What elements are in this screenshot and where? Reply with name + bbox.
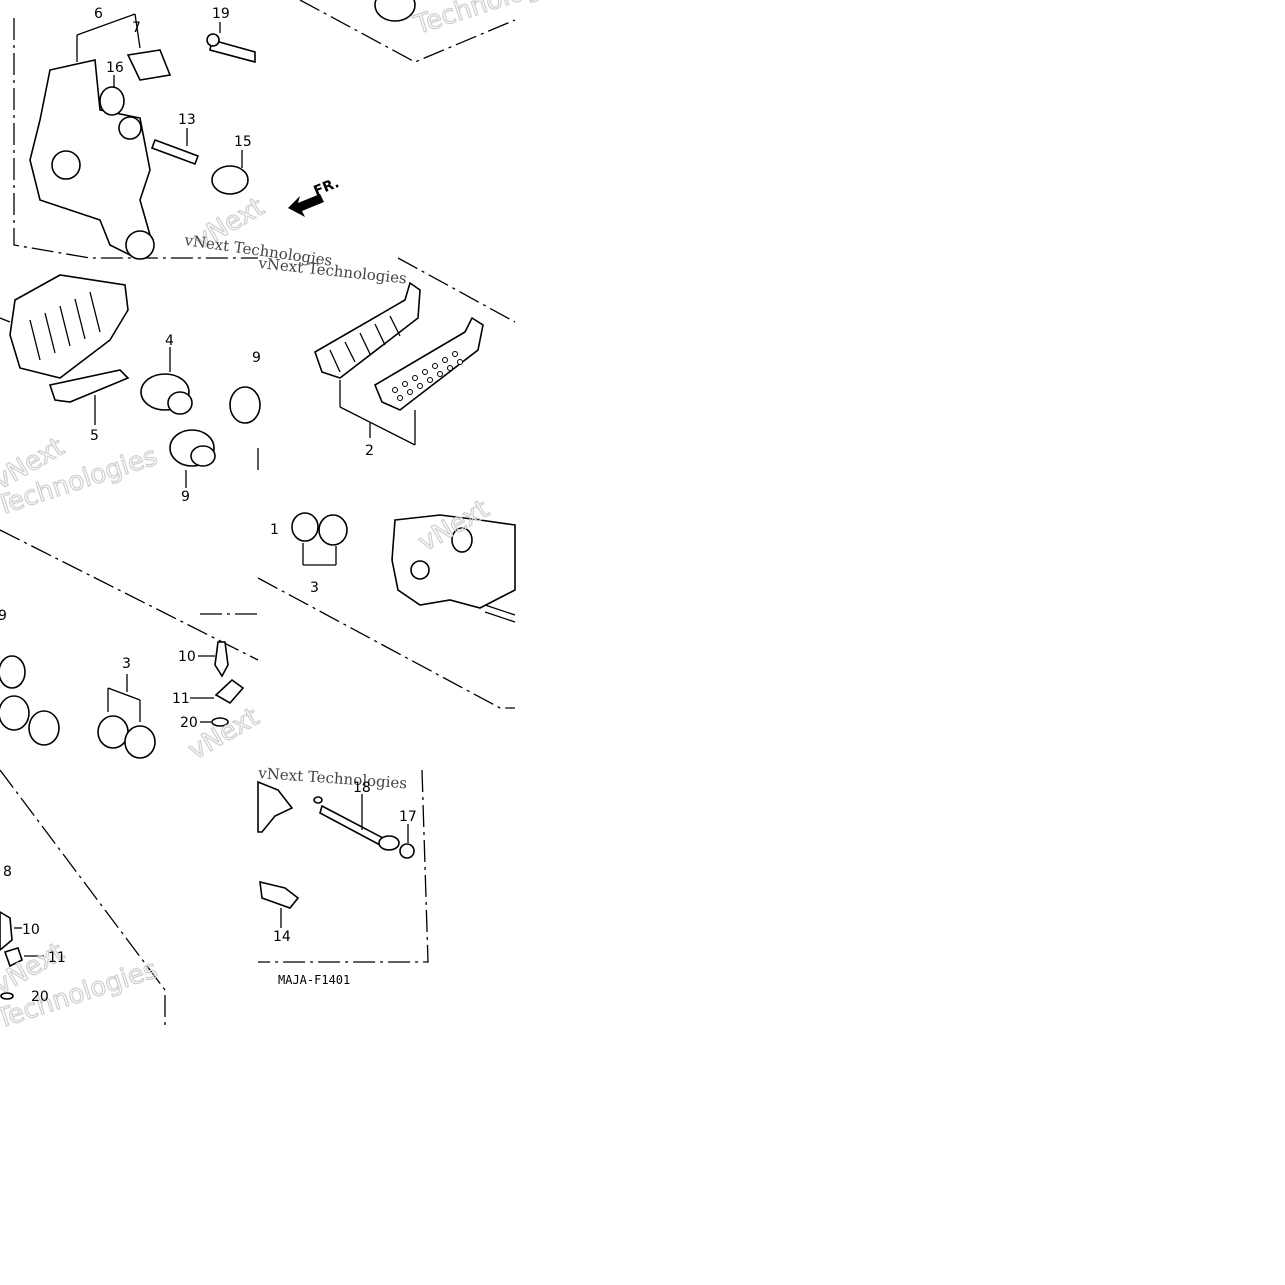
watermark-caption: vNext Technologies — [257, 764, 408, 792]
watermark: vNext — [184, 702, 265, 766]
callout: 9 — [252, 350, 261, 366]
callout: 7 — [132, 20, 141, 36]
callout: 1 — [270, 522, 279, 538]
tile-seals: vNext 9 3 10 11 20 — [0, 529, 265, 767]
callout: 11 — [172, 691, 190, 707]
tile-top-right: Technologies — [299, 0, 580, 63]
callout: 6 — [94, 6, 103, 22]
callout: 9 — [181, 489, 190, 505]
callout: 17 — [399, 809, 417, 825]
callout: 20 — [180, 715, 198, 731]
callout: 2 — [365, 443, 374, 459]
callout: 18 — [353, 780, 371, 796]
tile-bracket: FR. vNext vNext Technologies 6 7 19 16 1… — [13, 6, 342, 270]
callout: 20 — [31, 989, 49, 1005]
callout: 14 — [273, 929, 291, 945]
callout: 4 — [165, 333, 174, 349]
tile-caliper-half: vNext Technologies 4 5 9 9 — [0, 274, 261, 523]
callout: 13 — [178, 112, 196, 128]
direction-label: FR. — [312, 175, 342, 200]
tile-bottom-left: vNext Technologies 8 10 11 20 — [0, 769, 166, 1036]
tile-pins: vNext Technologies 18 17 14 MAJA-F1401 — [257, 764, 429, 987]
callout: 3 — [122, 656, 131, 672]
callout: 16 — [106, 60, 124, 76]
pad-holes — [392, 351, 463, 401]
front-arrow-icon — [288, 194, 324, 217]
callout: 10 — [22, 922, 40, 938]
callout: 9 — [0, 608, 7, 624]
watermark: Technologies — [410, 0, 579, 41]
tile-caliper-body: vNext 1 3 — [257, 493, 516, 709]
diagram-code: MAJA-F1401 — [278, 973, 350, 987]
callout: 11 — [48, 950, 66, 966]
callout: 8 — [3, 864, 12, 880]
callout: 5 — [90, 428, 99, 444]
tile-brake-pads: vNext Technologies 2 — [257, 254, 516, 459]
callout: 15 — [234, 134, 252, 150]
callout: 3 — [310, 580, 319, 596]
callout: 10 — [178, 649, 196, 665]
callout: 19 — [212, 6, 230, 22]
